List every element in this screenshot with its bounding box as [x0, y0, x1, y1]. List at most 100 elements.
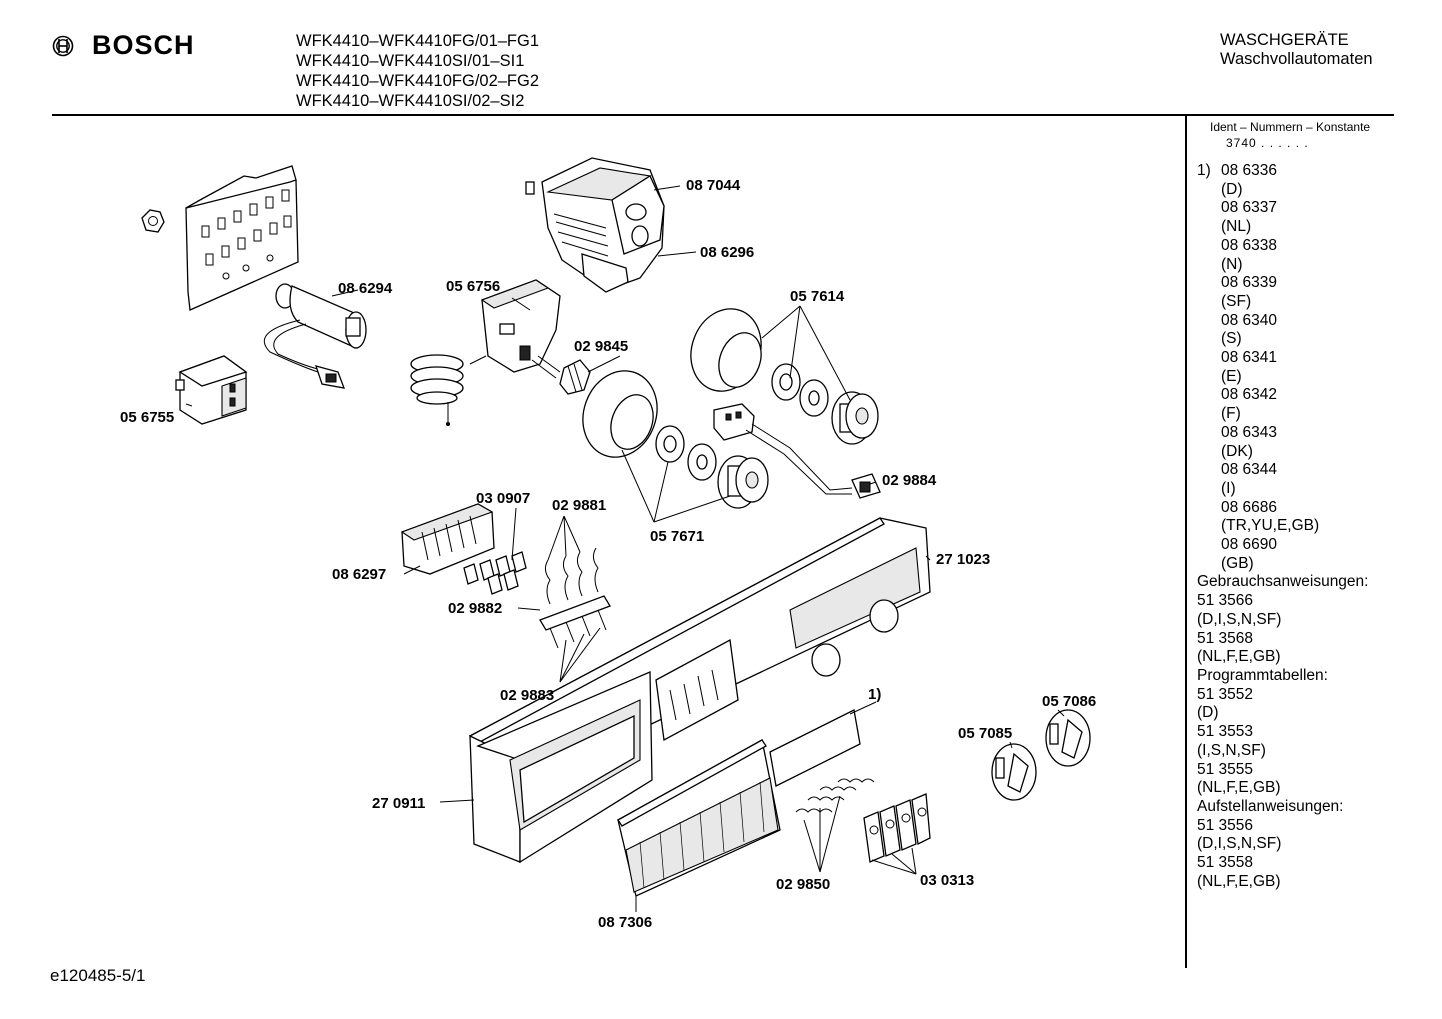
model-line: WFK4410–WFK4410FG/02–FG2 [296, 72, 540, 90]
bosch-logo-icon [52, 35, 74, 56]
list-item: 08 6343 [1221, 423, 1278, 441]
knob-left [991, 743, 1037, 801]
callout-056755: 05 6755 [120, 409, 174, 426]
drawer-cover [617, 738, 781, 897]
nut [141, 209, 165, 233]
list-item: (NL) [1221, 218, 1252, 236]
category-title: WASCHGERÄTE [1220, 31, 1349, 49]
parts-list: 1)08 6336 (D) 08 6337 (NL) 08 6338 (N) 0… [1197, 162, 1368, 891]
callout-030907: 03 0907 [476, 490, 530, 507]
model-line: WFK4410–WFK4410FG/01–FG1 [296, 32, 540, 50]
callout-087306: 08 7306 [598, 914, 652, 931]
choke [175, 355, 248, 425]
door-lock [410, 279, 561, 426]
list-item: 08 6337 [1221, 199, 1278, 217]
list-item: (D) [1197, 704, 1219, 722]
section-heading: Gebrauchsanweisungen: [1197, 573, 1369, 591]
list-item: (I) [1221, 479, 1236, 497]
brand-name: BOSCH [92, 30, 195, 60]
callout-029882: 02 9882 [448, 600, 502, 617]
callout-086296: 08 6296 [700, 244, 754, 261]
timer-motor-assembly [525, 157, 665, 293]
ident-label: Ident – Nummern – Konstante [1210, 120, 1371, 134]
note-marker: 1) [1197, 162, 1211, 179]
list-item: 08 6344 [1221, 461, 1278, 479]
list-item: (E) [1221, 367, 1242, 385]
callout-029881: 02 9881 [552, 497, 606, 514]
list-item: 08 6690 [1221, 536, 1278, 554]
list-item: 08 6338 [1221, 236, 1278, 254]
callout-271023: 27 1023 [936, 551, 990, 568]
push-button-caps [863, 793, 931, 863]
switch-small [559, 359, 591, 395]
callout-057671: 05 7671 [650, 528, 704, 545]
list-item: (D,I,S,N,SF) [1197, 835, 1282, 853]
callout-057086: 05 7086 [1042, 693, 1096, 710]
list-item: 08 6339 [1221, 274, 1278, 292]
model-line: WFK4410–WFK4410SI/02–SI2 [296, 92, 525, 110]
list-item: (F) [1221, 405, 1241, 423]
list-item: 51 3552 [1197, 685, 1254, 703]
list-item: (D) [1221, 180, 1243, 198]
callout-087044: 08 7044 [686, 177, 741, 194]
list-item: 08 6341 [1221, 349, 1278, 367]
list-item: (DK) [1221, 442, 1253, 460]
list-item: 1)08 6336 [1197, 162, 1278, 179]
callout-029883: 02 9883 [500, 687, 554, 704]
drawing-code: e120485-5/1 [50, 966, 146, 985]
springs-set [795, 778, 875, 813]
callout-029850: 02 9850 [776, 876, 830, 893]
list-item: (D,I,S,N,SF) [1197, 610, 1282, 628]
callout-057614: 05 7614 [790, 288, 845, 305]
list-item: (GB) [1221, 554, 1254, 572]
list-item: (NL,F,E,GB) [1197, 779, 1281, 797]
fascia-housing [469, 671, 653, 864]
callout-029845: 02 9845 [574, 338, 628, 355]
list-item: 51 3558 [1197, 854, 1254, 872]
sidebar-divider [1185, 116, 1187, 968]
section-heading: Aufstellanweisungen: [1197, 797, 1344, 815]
list-item: (N) [1221, 255, 1243, 273]
ident-value: 3740 . . . . . . [1226, 136, 1309, 150]
list-item: (NL,F,E,GB) [1197, 648, 1281, 666]
push-buttons [463, 551, 527, 595]
list-item: 51 3555 [1197, 760, 1254, 778]
knob-disc-upper [771, 363, 829, 417]
callout-086294: 08 6294 [338, 280, 393, 297]
knob-bezel-upper [690, 308, 762, 392]
knob-shaft-lower [717, 455, 769, 509]
brand: BOSCH [52, 30, 195, 61]
list-item: (NL,F,E,GB) [1197, 872, 1281, 890]
callout-056756: 05 6756 [446, 278, 500, 295]
knob-bezel-lower [582, 370, 658, 458]
springs [544, 547, 599, 605]
list-item: 08 6686 [1221, 498, 1278, 516]
callout-270911: 27 0911 [372, 795, 425, 812]
section-heading: Programmtabellen: [1197, 666, 1328, 684]
switch-block [400, 503, 495, 575]
list-item: 51 3553 [1197, 723, 1254, 741]
model-list: WFK4410–WFK4410FG/01–FG1 WFK4410–WFK4410… [296, 31, 539, 111]
leader-lines [185, 185, 1065, 912]
callout-057085: 05 7085 [958, 725, 1012, 742]
list-item: (SF) [1221, 292, 1252, 310]
knob-disc-lower [655, 425, 717, 481]
list-item: 51 3556 [1197, 816, 1254, 834]
wire-harness [713, 403, 881, 499]
category: WASCHGERÄTE Waschvollautomaten [1220, 31, 1373, 69]
program-label-strip [769, 709, 861, 787]
list-item: (TR,YU,E,GB) [1221, 517, 1320, 535]
callout-029884: 02 9884 [882, 472, 937, 489]
list-item: 08 6342 [1221, 386, 1278, 404]
list-item: 51 3568 [1197, 629, 1254, 647]
category-subtitle: Waschvollautomaten [1220, 50, 1373, 68]
contact-comb [539, 595, 611, 649]
mounting-bracket [185, 165, 299, 311]
callout-086297: 08 6297 [332, 566, 386, 583]
knob-right [1045, 709, 1091, 767]
callout-030313: 03 0313 [920, 872, 974, 889]
list-item: 08 6340 [1221, 311, 1278, 329]
knob-shaft-upper [831, 391, 879, 445]
list-item: (I,S,N,SF) [1197, 741, 1266, 759]
header-divider [52, 114, 1394, 116]
